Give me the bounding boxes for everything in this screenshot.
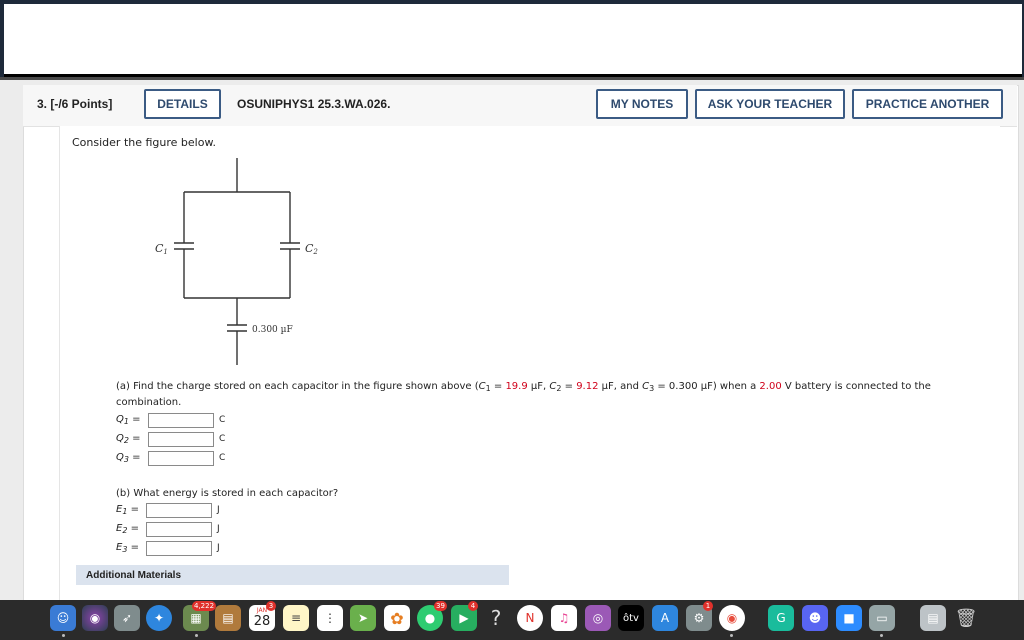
q1-input[interactable]: [148, 413, 214, 428]
e3-label: E3 =: [116, 542, 139, 554]
e2-label: E2 =: [116, 523, 139, 535]
chrome-running-dot: [730, 634, 733, 637]
podcasts-icon[interactable]: ◎: [585, 605, 611, 631]
e2-unit: J: [217, 524, 220, 534]
preview-running-dot: [880, 634, 883, 637]
calendar-badge: 3: [266, 601, 276, 611]
q2-input[interactable]: [148, 432, 214, 447]
question-content: [59, 126, 1000, 600]
calendar-month: JAN: [256, 607, 268, 614]
ask-teacher-button[interactable]: ASK YOUR TEACHER: [695, 89, 845, 119]
part-a-prompt-cont: combination.: [116, 397, 182, 408]
q1-unit: C: [219, 415, 226, 425]
c1-label: C1: [155, 242, 168, 256]
photos-icon[interactable]: ✿: [384, 605, 410, 631]
e3-input[interactable]: [146, 541, 212, 556]
e1-label: E1 =: [116, 504, 139, 516]
question-code: OSUNIPHYS1 25.3.WA.026.: [237, 97, 391, 111]
launchpad-icon[interactable]: ➶: [114, 605, 140, 631]
part-b-prompt: (b) What energy is stored in each capaci…: [116, 488, 339, 499]
intro-text: Consider the figure below.: [72, 136, 216, 149]
q3-input[interactable]: [148, 451, 214, 466]
photos-badge: 4,222: [192, 601, 217, 611]
q3-label: Q3 =: [116, 452, 141, 464]
my-notes-button[interactable]: MY NOTES: [596, 89, 688, 119]
e1-input[interactable]: [146, 503, 212, 518]
q1-label: Q1 =: [116, 414, 141, 426]
q2-unit: C: [219, 434, 226, 444]
calendar-day: 28: [253, 614, 271, 629]
frame-divider: [0, 77, 1024, 80]
browser-blank-area: [4, 4, 1022, 77]
siri-icon[interactable]: ◉: [82, 605, 108, 631]
music-icon[interactable]: ♫: [551, 605, 577, 631]
preview-icon[interactable]: ▭: [869, 605, 895, 631]
c3-value-label: 0.300 µF: [252, 325, 293, 335]
q2-label: Q2 =: [116, 433, 141, 445]
e2-input[interactable]: [146, 522, 212, 537]
app-store-badge: 1: [703, 601, 713, 611]
e3-unit: J: [217, 543, 220, 553]
zoom-icon[interactable]: ■: [836, 605, 862, 631]
photos-running-dot: [195, 634, 198, 637]
browser-top-frame: [0, 0, 1024, 80]
chrome-icon[interactable]: ◉: [719, 605, 745, 631]
messages-badge: 39: [434, 601, 447, 611]
trash-icon[interactable]: 🗑: [954, 607, 978, 629]
additional-materials-label: Additional Materials: [86, 570, 182, 581]
finder-icon[interactable]: ☺: [50, 605, 76, 631]
details-button[interactable]: DETAILS: [144, 89, 221, 119]
maps-icon[interactable]: ➤: [350, 605, 376, 631]
c2-label: C2: [305, 242, 318, 256]
part-a-prompt: (a) Find the charge stored on each capac…: [116, 381, 931, 393]
tv-icon[interactable]: ôtv: [618, 605, 644, 631]
discord-icon[interactable]: ☻: [802, 605, 828, 631]
app-g-icon[interactable]: G: [768, 605, 794, 631]
news-icon[interactable]: N: [517, 605, 543, 631]
facetime-badge: 4: [468, 601, 478, 611]
downloads-folder-icon[interactable]: ▤: [920, 605, 946, 631]
question-points: 3. [-/6 Points]: [37, 97, 113, 111]
contacts-icon[interactable]: ▤: [215, 605, 241, 631]
practice-another-button[interactable]: PRACTICE ANOTHER: [852, 89, 1003, 119]
additional-materials-bar[interactable]: [76, 565, 509, 585]
reminders-icon[interactable]: ⋮: [317, 605, 343, 631]
finder-running-dot: [62, 634, 65, 637]
e1-unit: J: [217, 505, 220, 515]
capacitor-circuit-figure: C1 C2 0.300 µF: [155, 158, 318, 365]
help-icon[interactable]: ?: [490, 606, 502, 630]
q3-unit: C: [219, 453, 226, 463]
notes-icon[interactable]: ≡: [283, 605, 309, 631]
safari-icon[interactable]: ✦: [146, 605, 172, 631]
app-store-icon[interactable]: A: [652, 605, 678, 631]
